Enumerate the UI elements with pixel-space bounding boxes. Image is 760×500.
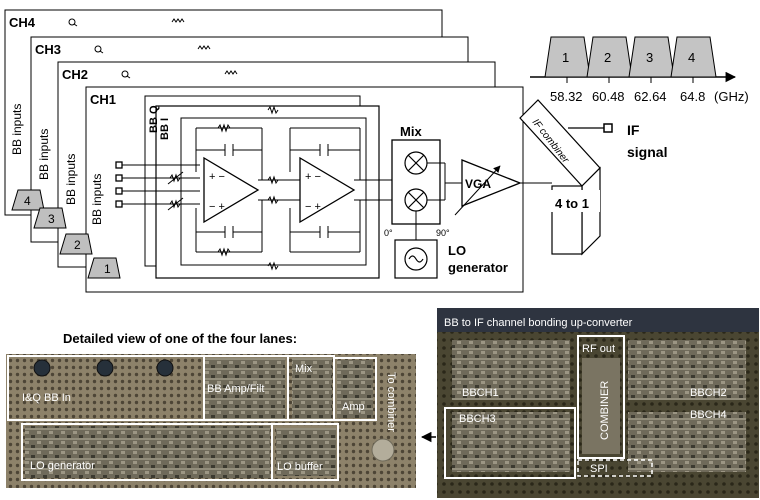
spectrum-ch1-num: 1 [562, 50, 569, 65]
die-combiner-label: COMBINER [599, 381, 611, 440]
four-to-one-label: 4 to 1 [555, 196, 589, 211]
ch4-label: CH4 [9, 15, 36, 30]
phase-0-label: 0° [384, 228, 393, 238]
freq-unit-label: (GHz) [714, 89, 749, 104]
ch3-bb-inputs-label: BB inputs [37, 129, 51, 180]
phase-90-label: 90° [436, 228, 450, 238]
die-rf-out-label: RF out [582, 343, 615, 355]
trap-4-num: 4 [24, 194, 31, 208]
lane-iq-bb-in-label: I&Q BB In [22, 392, 71, 404]
trap-1-num: 1 [104, 262, 111, 276]
ch1-bb-inputs-label: BB inputs [90, 174, 104, 225]
if-signal-label-1: IF [627, 122, 640, 138]
lane-lo-generator-label: LO generator [30, 460, 95, 472]
lo-generator-label-1: LO [448, 243, 466, 258]
trap-3-num: 3 [48, 212, 55, 226]
ch1-label: CH1 [90, 92, 116, 107]
die-bbch2-circuit [628, 340, 746, 400]
die-bbch2-label: BBCH2 [690, 387, 727, 399]
die-bbch4-circuit [628, 412, 746, 472]
mixer-symbol-bottom [405, 189, 427, 211]
freq-label-2: 60.48 [592, 89, 625, 104]
lane-pad-4 [372, 439, 394, 461]
die-bbch4-label: BBCH4 [690, 409, 727, 421]
frequency-ticks [567, 77, 693, 83]
spectrum-ch3-num: 3 [646, 50, 653, 65]
ch4-bb-inputs-label: BB inputs [10, 104, 24, 155]
bb-amp-1-plus: + − [209, 171, 225, 183]
die-photo: BB to IF channel bonding up-converter RF… [437, 308, 759, 498]
freq-label-3: 62.64 [634, 89, 667, 104]
die-bbch1-label: BBCH1 [462, 387, 499, 399]
mixer-symbol-top [405, 152, 427, 174]
if-output-terminal [604, 124, 612, 132]
lo-generator-label-2: generator [448, 260, 508, 275]
lane-bb-amp-filt-label: BB Amp/Filt [207, 383, 264, 395]
ch2-label: CH2 [62, 67, 88, 82]
bb-amp-1-minus: − + [209, 201, 225, 213]
ch2-bb-inputs-label: BB inputs [64, 154, 78, 205]
freq-label-4: 64.8 [680, 89, 705, 104]
lane-photo: I&Q BB In BB Amp/Filt Mix Amp To combine… [6, 354, 416, 488]
spectrum-plot: 1 2 3 4 58.32 60.48 62.64 64.8 (GHz) [530, 37, 749, 104]
bb-amp-2-plus: + − [305, 171, 321, 183]
lane-mix-label: Mix [295, 363, 313, 375]
lane-pad-3 [157, 360, 173, 376]
if-signal-label-2: signal [627, 144, 667, 160]
lane-to-combiner-label: To combiner [385, 372, 397, 432]
bb-amp-2-minus: − + [305, 201, 321, 213]
bb-i-label: BB I [159, 118, 171, 140]
if-combiner-top [520, 100, 600, 186]
trap-2-num: 2 [74, 238, 81, 252]
lane-pad-2 [97, 360, 113, 376]
lane-lo-buffer-label: LO buffer [277, 461, 323, 473]
freq-label-1: 58.32 [550, 89, 583, 104]
die-bbch3-label: BBCH3 [459, 413, 496, 425]
detail-title: Detailed view of one of the four lanes: [63, 331, 297, 346]
die-title: BB to IF channel bonding up-converter [444, 317, 633, 329]
ch3-label: CH3 [35, 42, 61, 57]
spectrum-ch2-num: 2 [604, 50, 611, 65]
mix-label: Mix [400, 124, 422, 139]
die-spi-label: SPI [590, 463, 608, 475]
lane-pad-1 [34, 360, 50, 376]
spectrum-ch4-num: 4 [688, 50, 695, 65]
lane-amp-label: Amp [342, 401, 365, 413]
